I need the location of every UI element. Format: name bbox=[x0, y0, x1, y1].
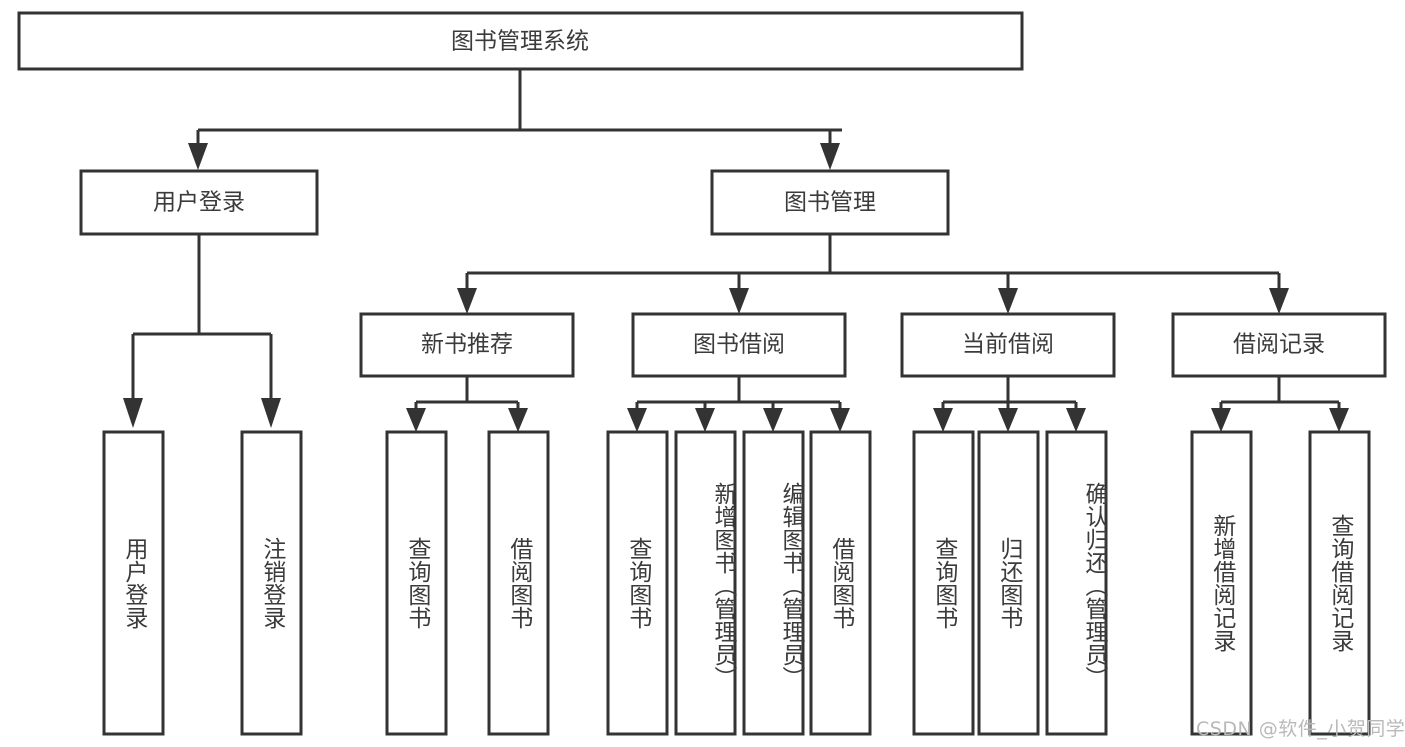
node-book-management-label: 图书管理 bbox=[784, 190, 876, 216]
node-user-login[interactable]: 用户登录 bbox=[79, 169, 319, 236]
node-user-login-label: 用户登录 bbox=[153, 190, 245, 216]
connector-bookmgmt-to-level3 bbox=[457, 234, 1289, 314]
connector-bookborrow-to-leaves bbox=[627, 376, 850, 432]
connector-userlogin-to-leaves bbox=[123, 234, 281, 428]
leaf-box-add-book[interactable] bbox=[674, 430, 737, 736]
leaf-box-confirm-return[interactable] bbox=[1045, 430, 1108, 736]
node-current-borrow[interactable]: 当前借阅 bbox=[900, 312, 1116, 378]
node-root[interactable]: 图书管理系统 bbox=[17, 11, 1024, 71]
connector-newbook-to-leaves bbox=[406, 376, 528, 432]
connector-root-to-level2 bbox=[188, 69, 842, 170]
connector-borrowrecord-to-leaves bbox=[1211, 376, 1349, 432]
node-borrow-record-label: 借阅记录 bbox=[1233, 332, 1325, 358]
leaf-box-borrow-book-1[interactable] bbox=[487, 430, 550, 736]
leaf-box-query-book-3[interactable] bbox=[912, 430, 975, 736]
leaf-box-logout[interactable] bbox=[240, 430, 303, 736]
node-book-borrow[interactable]: 图书借阅 bbox=[631, 312, 847, 378]
node-book-borrow-label: 图书借阅 bbox=[693, 332, 785, 358]
leaf-box-borrow-book-2[interactable] bbox=[809, 430, 872, 736]
node-root-label: 图书管理系统 bbox=[451, 29, 589, 55]
node-new-book-recommend[interactable]: 新书推荐 bbox=[359, 312, 575, 378]
node-borrow-record[interactable]: 借阅记录 bbox=[1171, 312, 1387, 378]
node-new-book-recommend-label: 新书推荐 bbox=[421, 332, 513, 358]
leaf-box-add-borrow-record[interactable] bbox=[1190, 430, 1253, 736]
leaf-box-return-book[interactable] bbox=[977, 430, 1040, 736]
node-current-borrow-label: 当前借阅 bbox=[962, 332, 1054, 358]
leaf-box-query-borrow-record[interactable] bbox=[1308, 430, 1371, 736]
leaf-box-user-login[interactable] bbox=[102, 430, 165, 736]
leaf-box-edit-book[interactable] bbox=[742, 430, 805, 736]
connector-currentborrow-to-leaves bbox=[933, 376, 1086, 432]
leaf-box-query-book-1[interactable] bbox=[385, 430, 448, 736]
leaf-box-query-book-2[interactable] bbox=[606, 430, 669, 736]
node-book-management[interactable]: 图书管理 bbox=[710, 169, 950, 236]
csdn-watermark: CSDN @软件_小贺同学 bbox=[1196, 718, 1405, 740]
